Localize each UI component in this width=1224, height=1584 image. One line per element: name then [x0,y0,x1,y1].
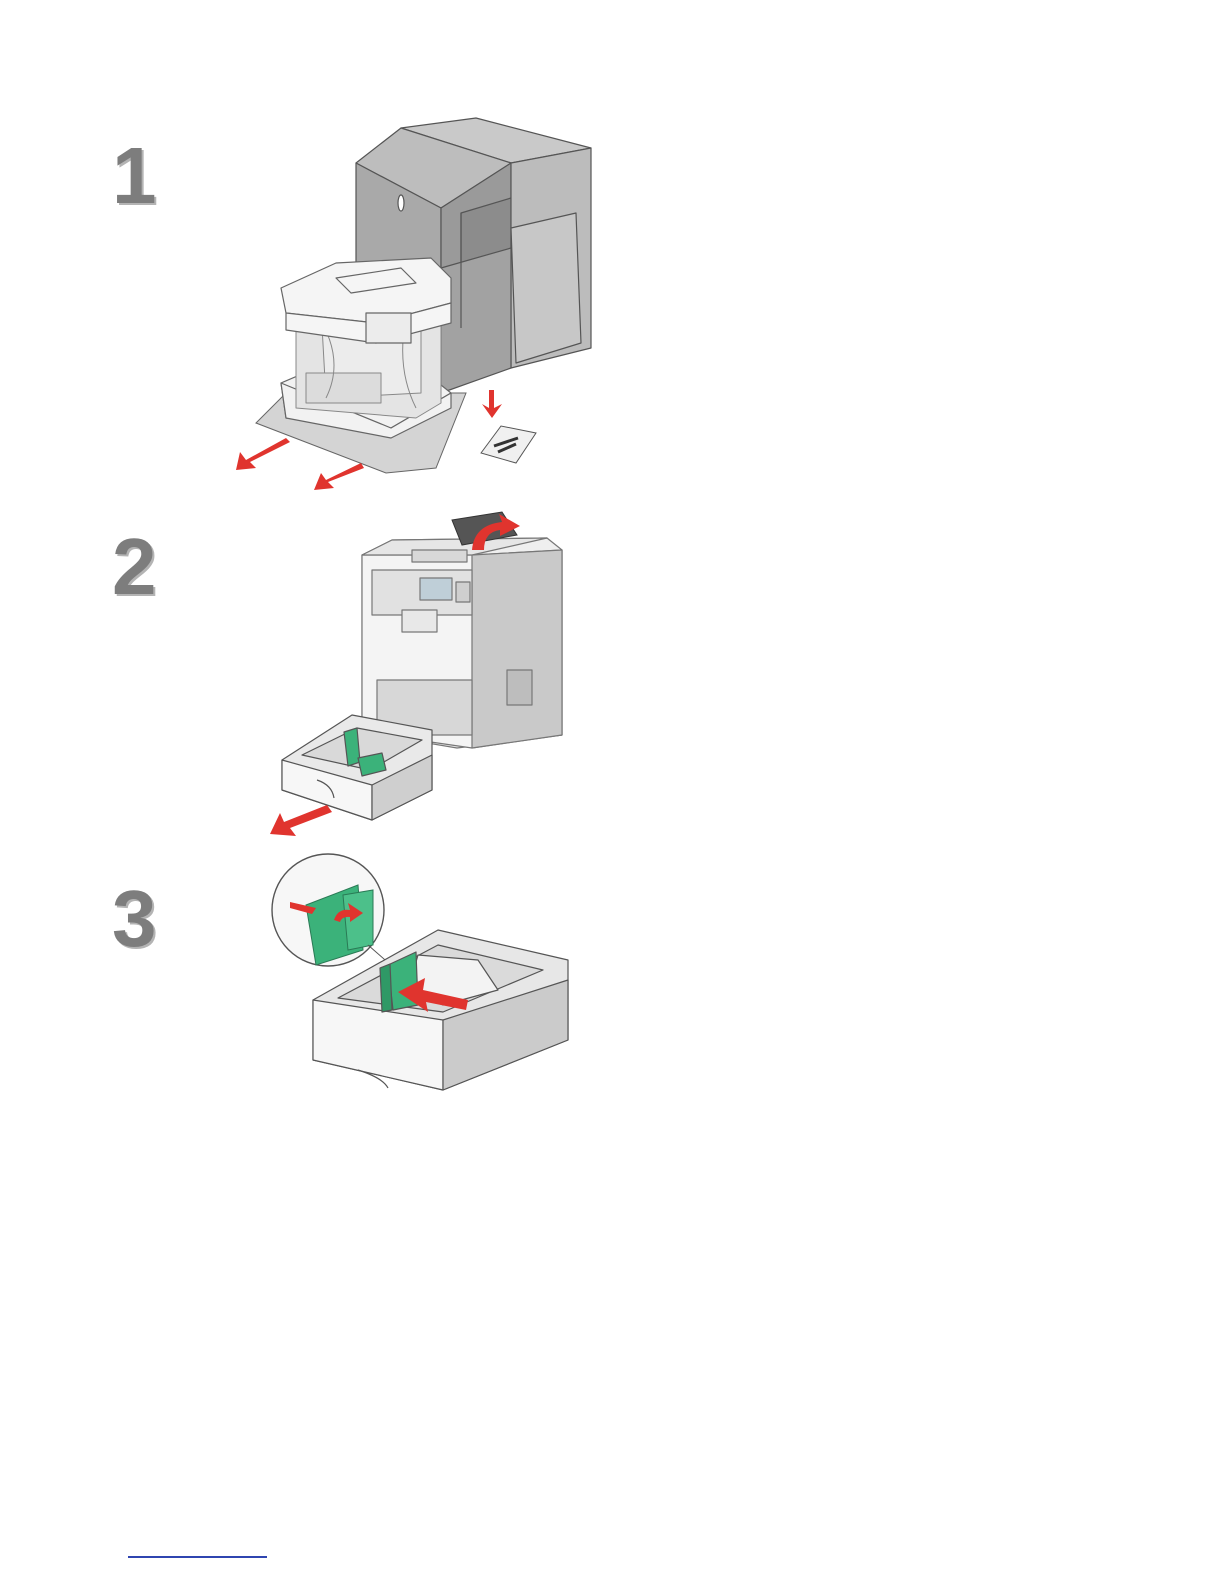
adjust-guide-illustration [268,850,578,1100]
remove-tray-illustration [262,500,582,840]
pull-arrow [270,805,332,836]
step-number-3: 3 [112,879,157,959]
zoom-inset [272,854,384,966]
foam-top [281,258,451,343]
step-number-1: 1 [112,136,157,216]
accessory-bag [481,426,536,463]
unpack-printer-illustration [226,108,606,498]
paper-tray [282,715,432,820]
footer-link-underline [128,1556,267,1558]
step-number-2: 2 [112,527,157,607]
printer-body [362,538,562,748]
